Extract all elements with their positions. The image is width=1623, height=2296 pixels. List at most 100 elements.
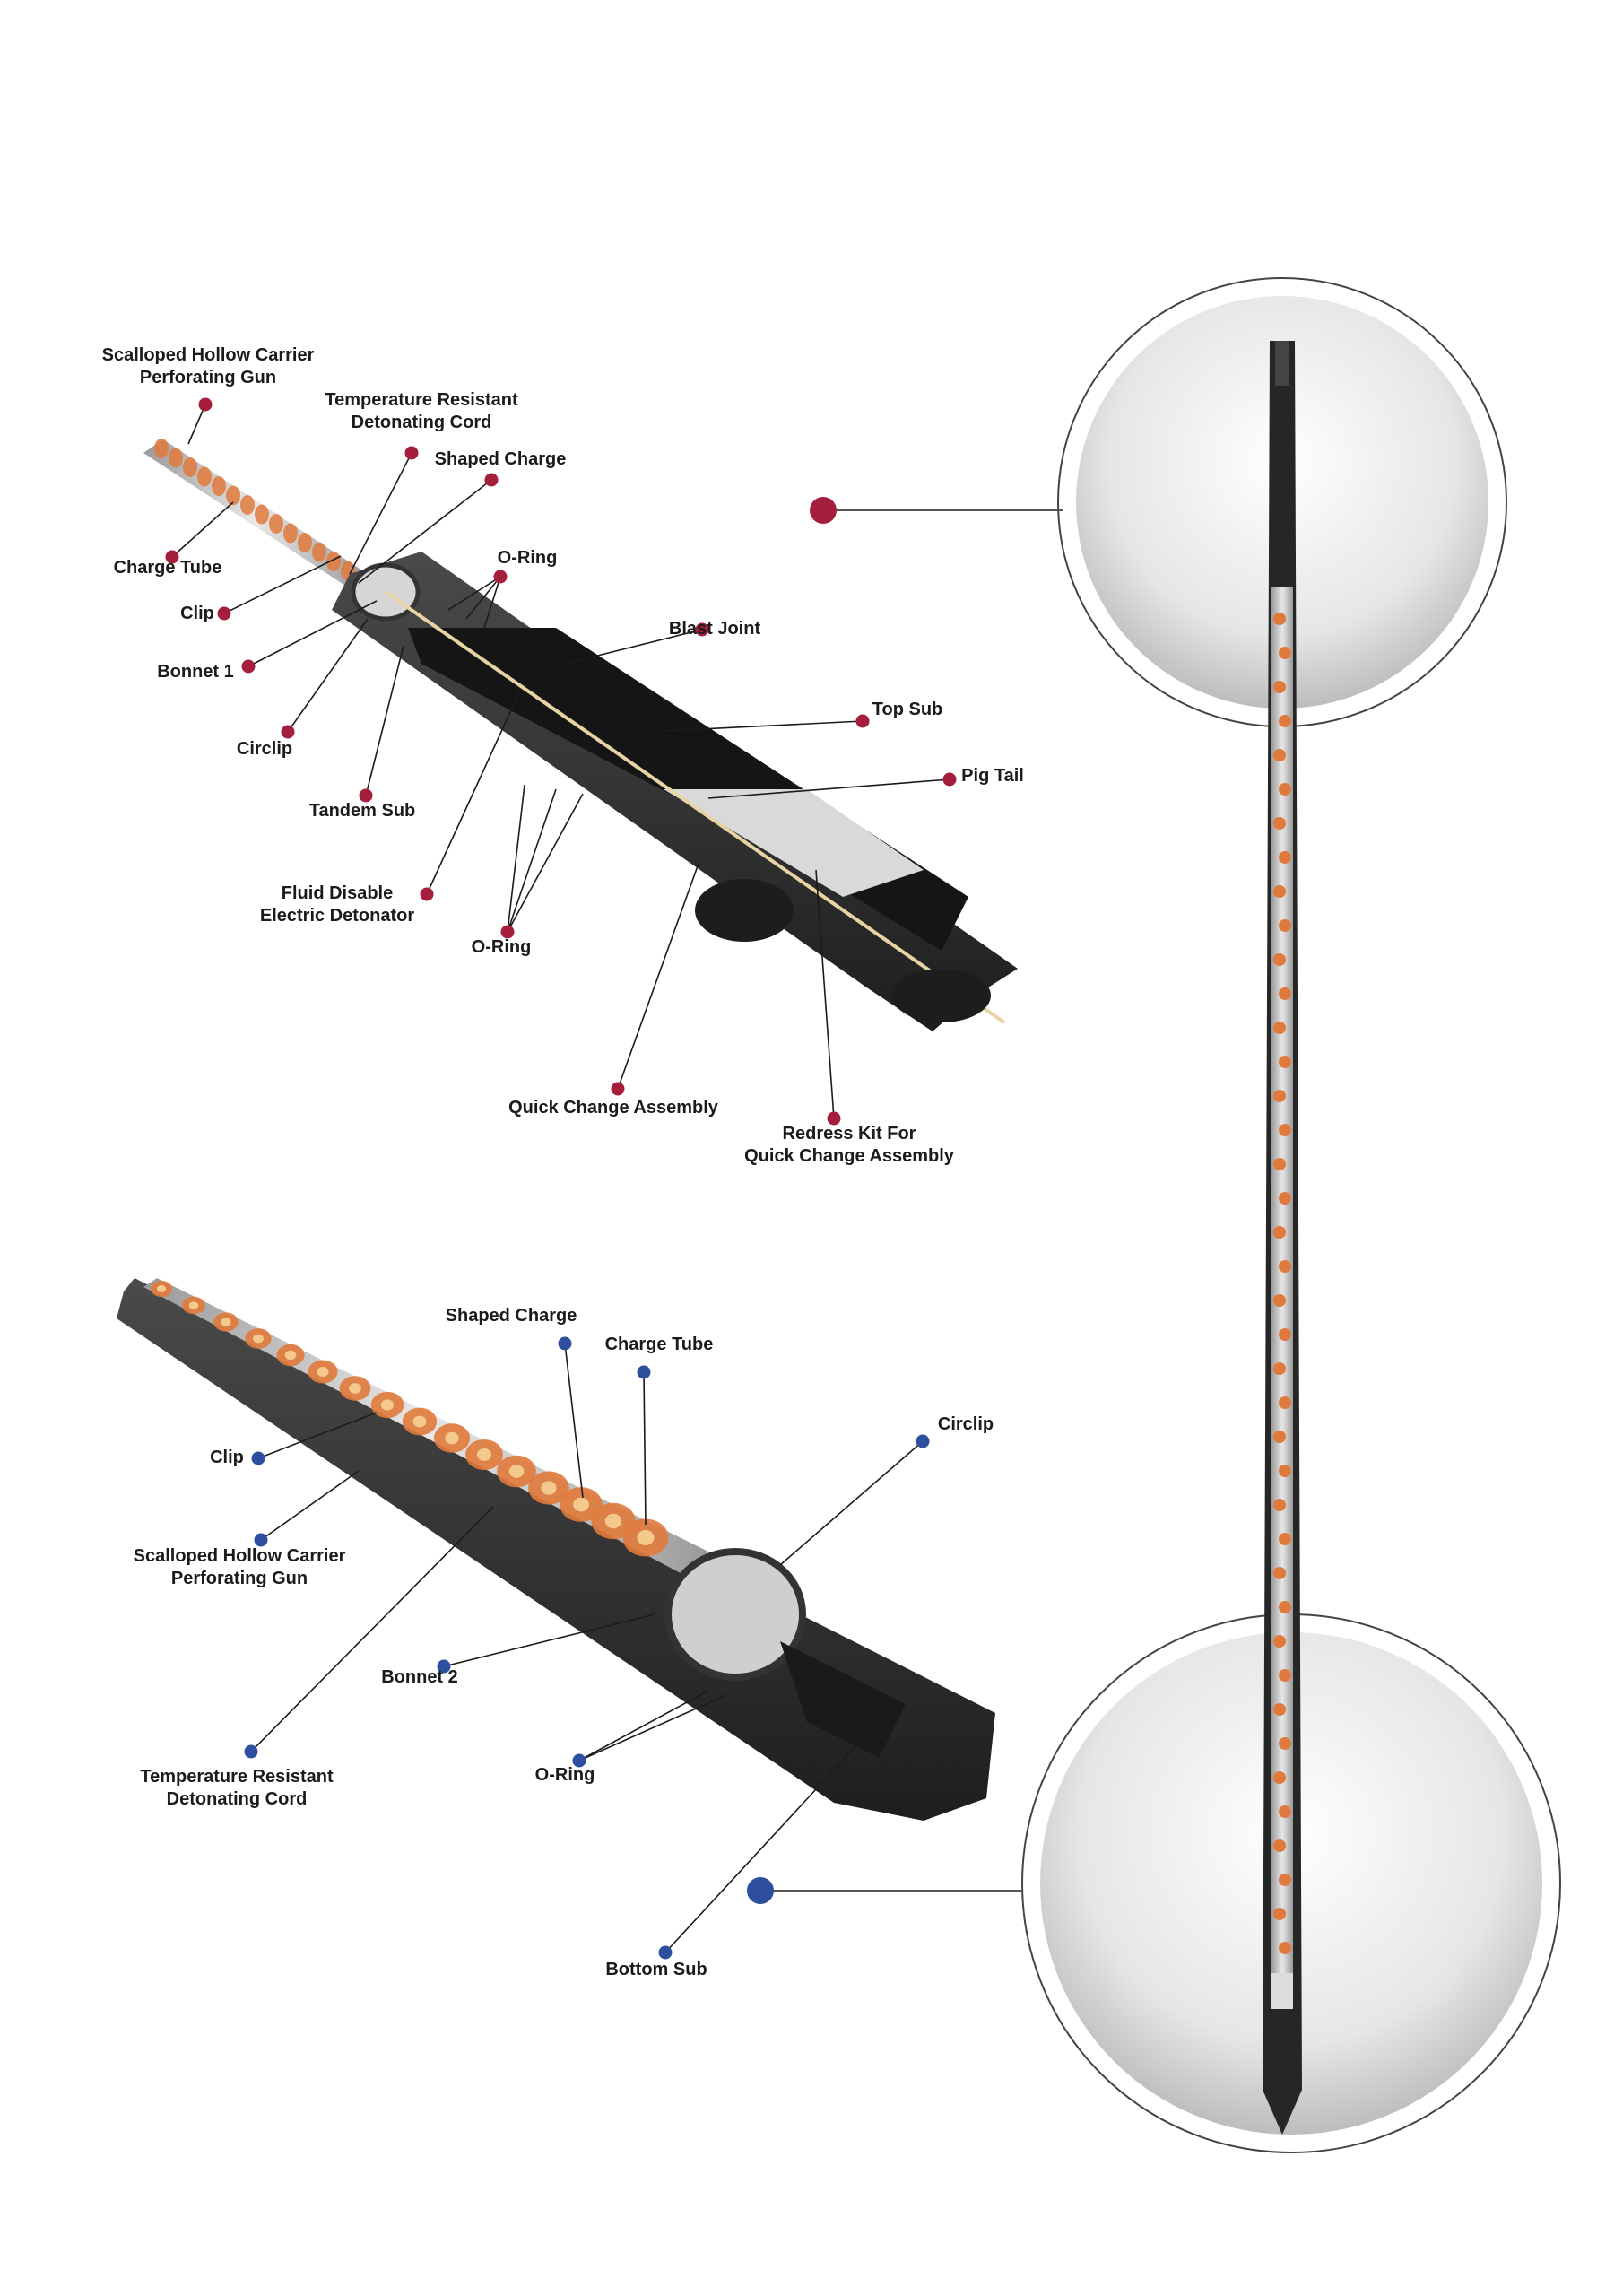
bottom-leader-scalloped-gun: [260, 1470, 360, 1541]
top-label-clip: Clip: [180, 604, 214, 623]
full-gun-shaped-charge: [1279, 1192, 1291, 1205]
bottom-dot-charge-tube: [637, 1365, 651, 1379]
bottom-leader-bottom-sub: [664, 1730, 871, 1953]
top-sub-window: [664, 789, 924, 897]
top-label-charge-tube: Charge Tube: [114, 558, 222, 578]
top-dot-o-ring-1: [493, 570, 508, 584]
top-bottom-ring-2: [892, 969, 991, 1022]
full-gun-shaped-charge: [1279, 1124, 1291, 1136]
top-magnifier-marker: [810, 497, 837, 524]
bottom-leader-clip: [257, 1412, 378, 1459]
bottom-leader-temp-cord: [250, 1506, 494, 1752]
top-leader-pig-tail: [707, 778, 950, 799]
top-leader-o-ring-2: [507, 788, 557, 933]
full-gun-shaped-charge: [1279, 1669, 1291, 1682]
top-shaped-charge: [154, 439, 169, 458]
bottom-magnifier-marker: [747, 1877, 774, 1904]
full-gun-shaped-charge: [1273, 1771, 1286, 1784]
bottom-dot-bottom-sub: [658, 1945, 673, 1960]
bottom-dot-o-ring: [572, 1753, 586, 1768]
bottom-leader-o-ring: [578, 1694, 727, 1761]
top-label-line: Quick Change Assembly: [744, 1146, 955, 1166]
full-gun-shaped-charge: [1273, 1703, 1286, 1716]
bottom-gun-body: [117, 1278, 995, 1821]
bottom-shaped-charge-core: [317, 1367, 329, 1377]
bottom-shaped-charge-core: [157, 1285, 166, 1292]
bottom-cutaway: [780, 1641, 906, 1758]
full-gun-shaped-charge: [1273, 1839, 1286, 1852]
top-leader-o-ring-1: [465, 576, 501, 620]
top-label-bonnet-1: Bonnet 1: [157, 662, 234, 682]
full-gun-shaped-charge: [1279, 987, 1291, 1000]
full-gun-shaped-charge: [1279, 1056, 1291, 1068]
bottom-dot-circlip: [916, 1434, 930, 1448]
bottom-shaped-charge-core: [349, 1383, 361, 1394]
top-label-pig-tail: Pig Tail: [961, 766, 1024, 786]
top-dot-bonnet-1: [241, 659, 256, 674]
top-leader-temp-cord: [349, 452, 412, 575]
bottom-shaped-charge-core: [284, 1350, 297, 1361]
top-leader-circlip: [287, 618, 369, 733]
full-gun-shaped-charge: [1273, 749, 1286, 761]
top-leader-lines: [171, 404, 950, 1119]
bottom-label-line: Detonating Cord: [167, 1789, 308, 1809]
top-dot-charge-tube: [165, 550, 179, 564]
full-gun-shaped-charge: [1279, 1601, 1291, 1613]
full-gun-shaped-charge: [1273, 1499, 1286, 1511]
bottom-label-line: Temperature Resistant: [140, 1767, 334, 1787]
bottom-shaped-charge-core: [477, 1448, 491, 1461]
top-bottom-ring-1: [695, 879, 794, 942]
top-leader-redress-kit: [815, 869, 835, 1119]
top-label-line: Fluid Disable: [282, 883, 393, 903]
top-label-line: Bonnet 1: [157, 662, 234, 682]
top-label-line: Shaped Charge: [435, 449, 567, 469]
top-leader-o-ring-1: [483, 576, 501, 629]
top-shaped-charge: [326, 552, 341, 571]
bottom-label-line: Perforating Gun: [171, 1569, 308, 1588]
bottom-label-line: Charge Tube: [605, 1335, 714, 1354]
bottom-shaped-charge-core: [637, 1530, 655, 1545]
bottom-shaped-charge-core: [604, 1513, 622, 1529]
top-label-tandem-sub: Tandem Sub: [309, 801, 416, 821]
top-leader-o-ring-1: [447, 576, 501, 611]
top-label-quick-change: Quick Change Assembly: [508, 1098, 719, 1118]
top-label-line: Clip: [180, 604, 214, 623]
top-detonating-cord: [384, 590, 1006, 1024]
top-shaped-charge: [255, 504, 269, 525]
top-shaped-charge: [298, 533, 312, 552]
top-dot-top-sub: [855, 714, 870, 728]
top-shaped-charge: [226, 485, 240, 506]
bottom-leader-lines: [250, 1343, 924, 1953]
top-dot-tandem-sub: [359, 788, 373, 803]
full-length-gun: [747, 277, 1561, 2153]
bottom-shaped-charge-core: [573, 1497, 589, 1512]
full-gun-shaped-charge: [1273, 1294, 1286, 1307]
top-leader-charge-tube: [171, 501, 234, 558]
top-dot-quick-change: [611, 1082, 625, 1096]
full-gun-shaped-charge: [1273, 1908, 1286, 1920]
full-gun-shaped-charge: [1273, 1090, 1286, 1102]
bottom-leader-o-ring: [578, 1690, 709, 1761]
top-label-blast-joint: Blast Joint: [669, 619, 761, 639]
bottom-label-line: Shaped Charge: [446, 1306, 577, 1326]
full-gun-shaped-charge: [1273, 1362, 1286, 1375]
full-gun-shaped-charge: [1273, 1431, 1286, 1443]
full-gun-shaped-charge: [1279, 1396, 1291, 1409]
top-shaped-charge: [283, 523, 298, 544]
full-gun-shaped-charge: [1273, 1635, 1286, 1648]
full-gun-shaped-charge: [1279, 1533, 1291, 1545]
bottom-shaped-charge-core: [380, 1399, 395, 1411]
top-dot-clip: [217, 606, 231, 621]
top-label-line: Charge Tube: [114, 558, 222, 578]
full-gun-charge-tube: [1271, 587, 1293, 1978]
full-gun-shaped-charge: [1279, 1260, 1291, 1273]
bottom-leader-charge-tube: [643, 1371, 647, 1526]
bottom-label-line: Bottom Sub: [605, 1960, 707, 1979]
